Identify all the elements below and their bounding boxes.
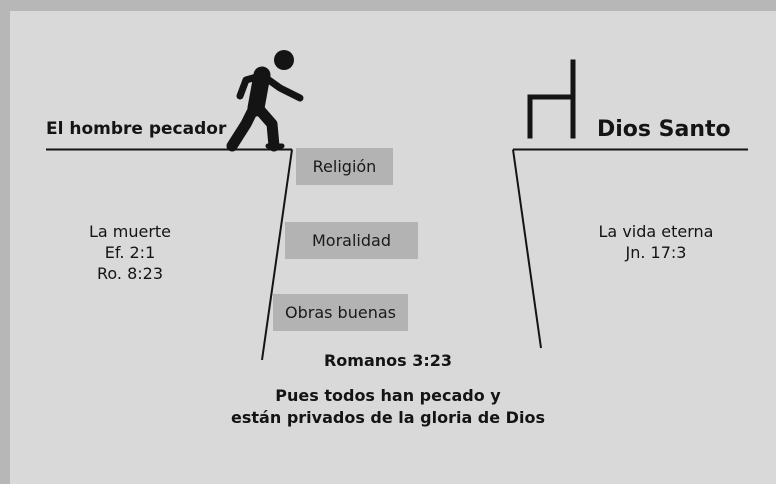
scripture-text: Pues todos han pecado y están privados d… xyxy=(198,385,578,429)
left-verse-line: La muerte xyxy=(88,222,172,241)
right-verses: La vida eterna Jn. 17:3 xyxy=(586,221,726,263)
right-verse-line: Jn. 17:3 xyxy=(625,243,687,262)
right-cliff-wall xyxy=(512,149,542,349)
scripture-reference: Romanos 3:23 xyxy=(323,351,453,370)
left-side-label: El hombre pecador xyxy=(46,119,227,139)
scripture-line: Pues todos han pecado y xyxy=(275,386,501,405)
bridge-box-morality: Moralidad xyxy=(285,222,418,259)
right-verse-line: La vida eterna xyxy=(598,222,714,241)
chair-icon xyxy=(527,59,576,139)
scripture-line: están privados de la gloria de Dios xyxy=(231,408,545,427)
left-verse-line: Ro. 8:23 xyxy=(96,264,163,283)
bridge-box-religion: Religión xyxy=(296,148,393,185)
left-cliff-wall xyxy=(261,149,293,361)
bridge-box-good-works: Obras buenas xyxy=(273,294,408,331)
walking-man-icon xyxy=(226,50,304,152)
left-verses: La muerte Ef. 2:1 Ro. 8:23 xyxy=(70,221,190,284)
right-side-label: Dios Santo xyxy=(597,117,731,142)
left-verse-line: Ef. 2:1 xyxy=(104,243,156,262)
